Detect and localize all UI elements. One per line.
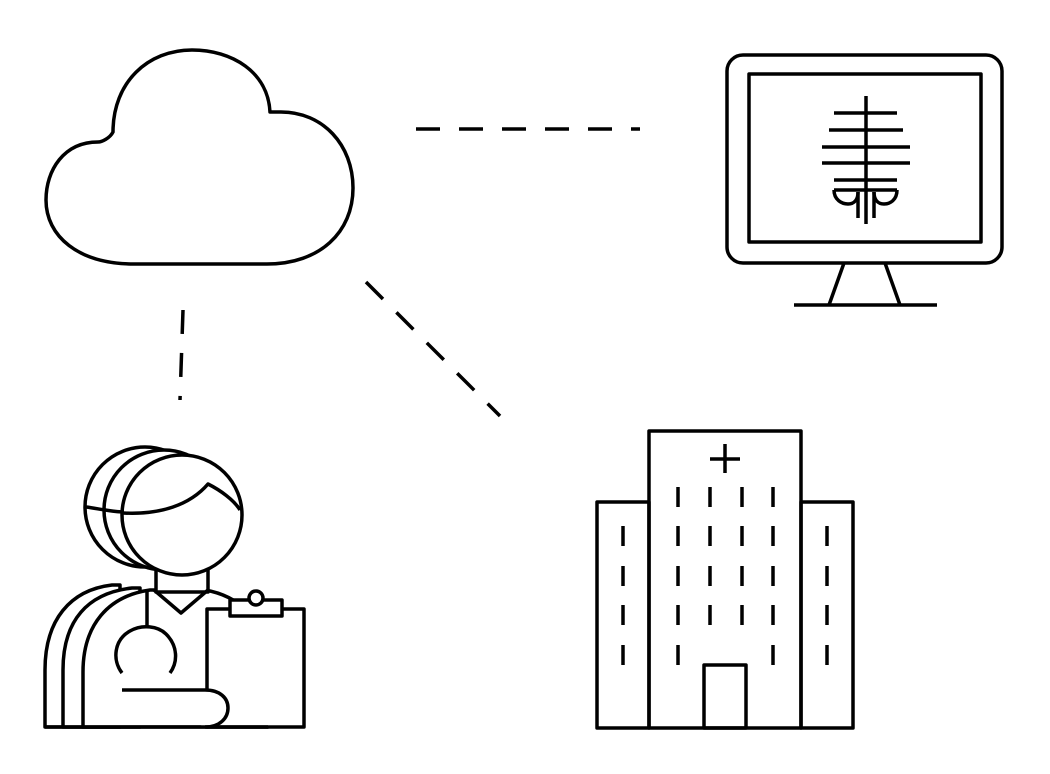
- hospital-building-icon: [595, 429, 855, 730]
- connector-cloud-hospital: [364, 280, 502, 418]
- head-icon: [120, 453, 244, 577]
- healthcare-workers-icon: [43, 445, 306, 729]
- xray-monitor-icon: [725, 53, 1004, 307]
- hospital-door: [702, 663, 748, 730]
- hospital-windows: [621, 487, 829, 665]
- connector-cloud-clinicians: [178, 309, 185, 401]
- cloud-icon: [44, 48, 355, 266]
